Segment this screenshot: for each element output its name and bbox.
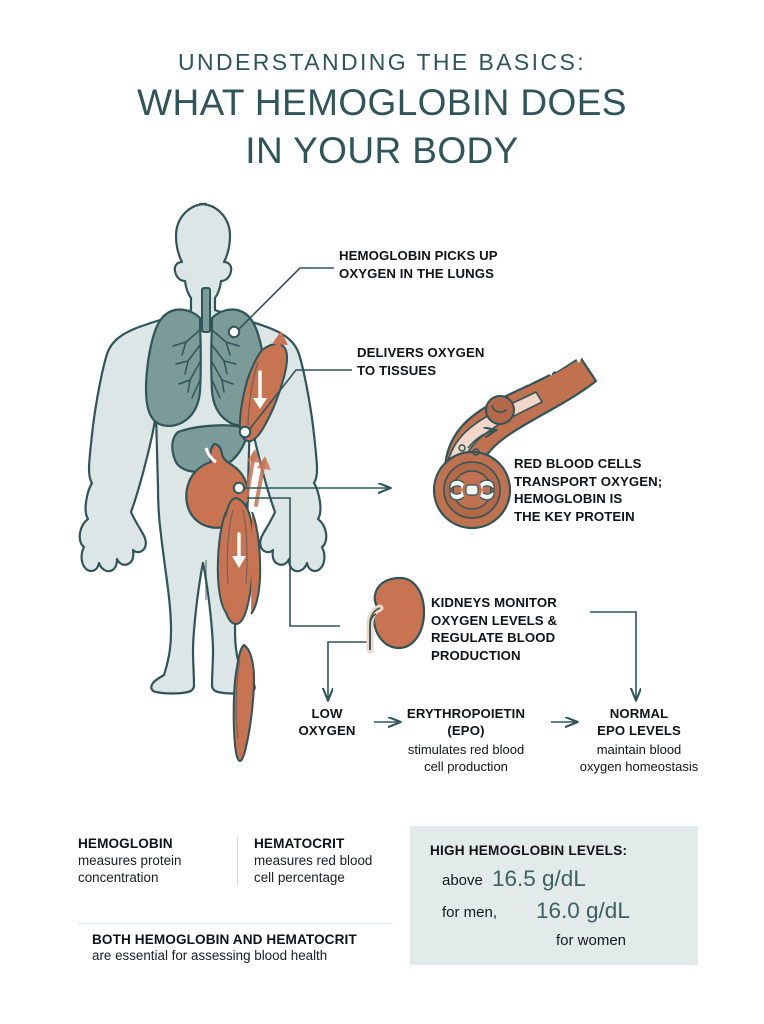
- panel-value-women: 16.0 g/dL: [536, 898, 630, 923]
- flow-node-low-oxygen: LOW OXYGEN: [286, 705, 368, 740]
- definition-hematocrit: HEMATOCRIT measures red blood cell perce…: [237, 836, 396, 887]
- definition-hemoglobin: HEMOGLOBIN measures protein concentratio…: [78, 836, 237, 886]
- callout-hemoglobin-lungs: HEMOGLOBIN PICKS UP OXYGEN IN THE LUNGS: [339, 248, 498, 281]
- flow-low-oxygen-title: LOW OXYGEN: [298, 706, 356, 739]
- flow-normal-subtitle: maintain blood oxygen homeostasis: [579, 741, 699, 774]
- trachea: [201, 287, 211, 333]
- flow-node-epo: ERYTHROPOIETIN (EPO) stimulates red bloo…: [383, 705, 549, 776]
- definition-hematocrit-desc: measures red blood cell percentage: [254, 853, 373, 886]
- liver: [171, 424, 248, 474]
- title-kicker: UNDERSTANDING THE BASICS:: [177, 49, 587, 75]
- definition-hemoglobin-term: HEMOGLOBIN: [78, 836, 173, 851]
- definition-hematocrit-term: HEMATOCRIT: [254, 836, 345, 851]
- definitions-footer-title: BOTH HEMOGLOBIN AND HEMATOCRIT: [92, 932, 357, 947]
- bicep-muscle: [238, 331, 289, 443]
- kidney: [366, 576, 426, 654]
- definitions-footer: BOTH HEMOGLOBIN AND HEMATOCRIT are essen…: [92, 932, 412, 963]
- panel-label-above: above: [442, 872, 483, 889]
- stomach: [185, 442, 250, 529]
- page-title: UNDERSTANDING THE BASICS: WHAT HEMOGLOBI…: [0, 48, 764, 173]
- definition-hemoglobin-desc: measures protein concentration: [78, 853, 182, 886]
- flow-normal-title: NORMAL EPO LEVELS: [597, 706, 681, 739]
- red-blood-cell: [485, 395, 515, 425]
- callout-kidneys: KIDNEYS MONITOR OXYGEN LEVELS & REGULATE…: [431, 595, 558, 663]
- flow-epo-title: ERYTHROPOIETIN (EPO): [406, 706, 526, 739]
- definitions-footer-subtitle: are essential for assessing blood health: [92, 948, 328, 963]
- panel-label-for-women: for women: [556, 932, 627, 949]
- calf-muscle: [232, 644, 255, 762]
- definitions-block: HEMOGLOBIN measures protein concentratio…: [78, 836, 396, 887]
- thigh-oxygen-arrow: [232, 532, 246, 568]
- callout-delivers-oxygen: DELIVERS OXYGEN TO TISSUES: [357, 345, 485, 378]
- title-line-2: IN YOUR BODY: [245, 129, 519, 171]
- flow-epo-subtitle: stimulates red blood cell production: [407, 741, 525, 774]
- lungs: [144, 308, 268, 427]
- thigh-muscle: [216, 497, 262, 625]
- definitions-divider: [78, 923, 393, 924]
- panel-value-men: 16.5 g/dL: [492, 866, 586, 891]
- hemoglobin-molecule-icon: [449, 479, 495, 501]
- forearm-vessels: [235, 449, 271, 522]
- oxygen-delivery-arrow: [253, 370, 267, 409]
- panel-label-for-men: for men,: [442, 904, 498, 921]
- panel-title: HIGH HEMOGLOBIN LEVELS:: [430, 843, 628, 858]
- flow-node-normal-epo: NORMAL EPO LEVELS maintain blood oxygen …: [563, 705, 715, 776]
- high-hemoglobin-panel: HIGH HEMOGLOBIN LEVELS: above 16.5 g/dL …: [410, 826, 698, 965]
- title-line-1: WHAT HEMOGLOBIN DOES: [137, 81, 627, 123]
- body-silhouette: [78, 202, 328, 695]
- oxygen-uptake-arrow: [269, 331, 288, 375]
- callout-red-blood-cells: RED BLOOD CELLS TRANSPORT OXYGEN; HEMOGL…: [514, 456, 663, 524]
